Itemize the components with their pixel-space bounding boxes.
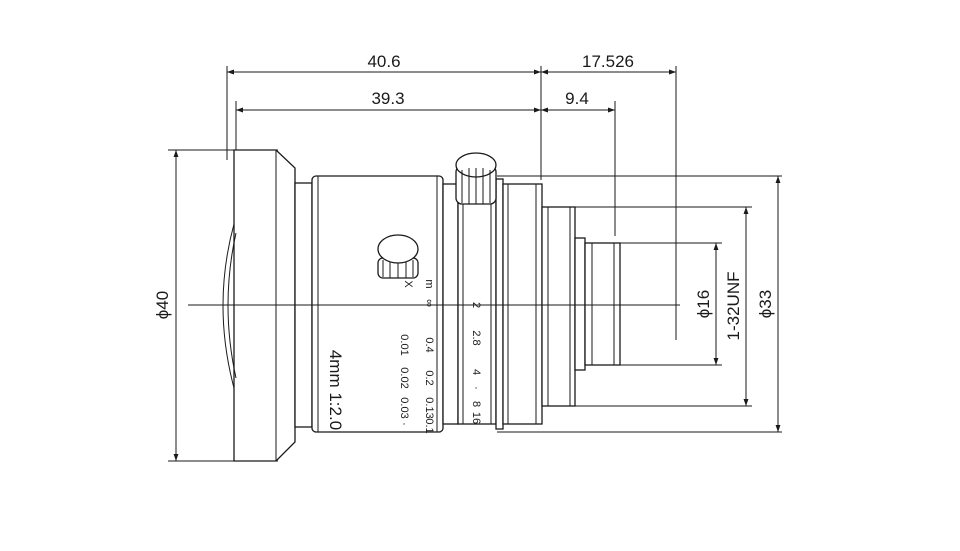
focus-scale-m-2: 0.2 [423,370,435,385]
dimension-front-diameter: ϕ40 [153,291,172,319]
lens-rear-barrel [574,237,621,371]
infinity-mark: ∞ [423,299,435,307]
focus-scale-m-4: 0.1 [423,418,435,433]
dimension-body-length: 39.3 [371,89,404,108]
focus-scale-x-2: 0.02 [398,367,410,388]
aperture-scale-2: 2.8 [470,330,482,345]
dimension-flange-back: 17.526 [582,52,634,71]
focus-lock-knob [377,234,419,279]
dimension-rear-diameter: ϕ33 [756,290,775,318]
aperture-scale-1: 2 [470,302,482,308]
iris-lock-knob [455,152,497,205]
dimension-mount-length: 9.4 [565,89,589,108]
focus-scale-m-1: 0.4 [423,337,435,352]
lens-mount-thread [541,206,576,407]
focus-unit-m: m [423,279,435,288]
dimension-thread: 1-32UNF [724,272,743,341]
lens-model-marking: 4mm 1:2.0 [326,350,345,430]
focus-scale-x-4: · [398,422,410,426]
lens-rear-section [495,178,543,430]
focus-scale-x-1: 0.01 [398,334,410,355]
dimension-overall-length: 40.6 [367,52,400,71]
aperture-scale-6: 16 [470,412,482,424]
lens-iris-ring [442,183,497,425]
focus-scale-x-3: 0.03 [398,397,410,418]
focus-scale-m-3: 0.13 [423,397,435,418]
dimension-rear-thread-diameter: ϕ16 [694,290,713,318]
aperture-scale-5: 8 [470,401,482,407]
aperture-scale-4: · [470,386,482,390]
focus-unit-x: X [402,280,414,288]
aperture-scale-3: 4 [470,369,482,375]
dimension-lines [173,69,781,461]
